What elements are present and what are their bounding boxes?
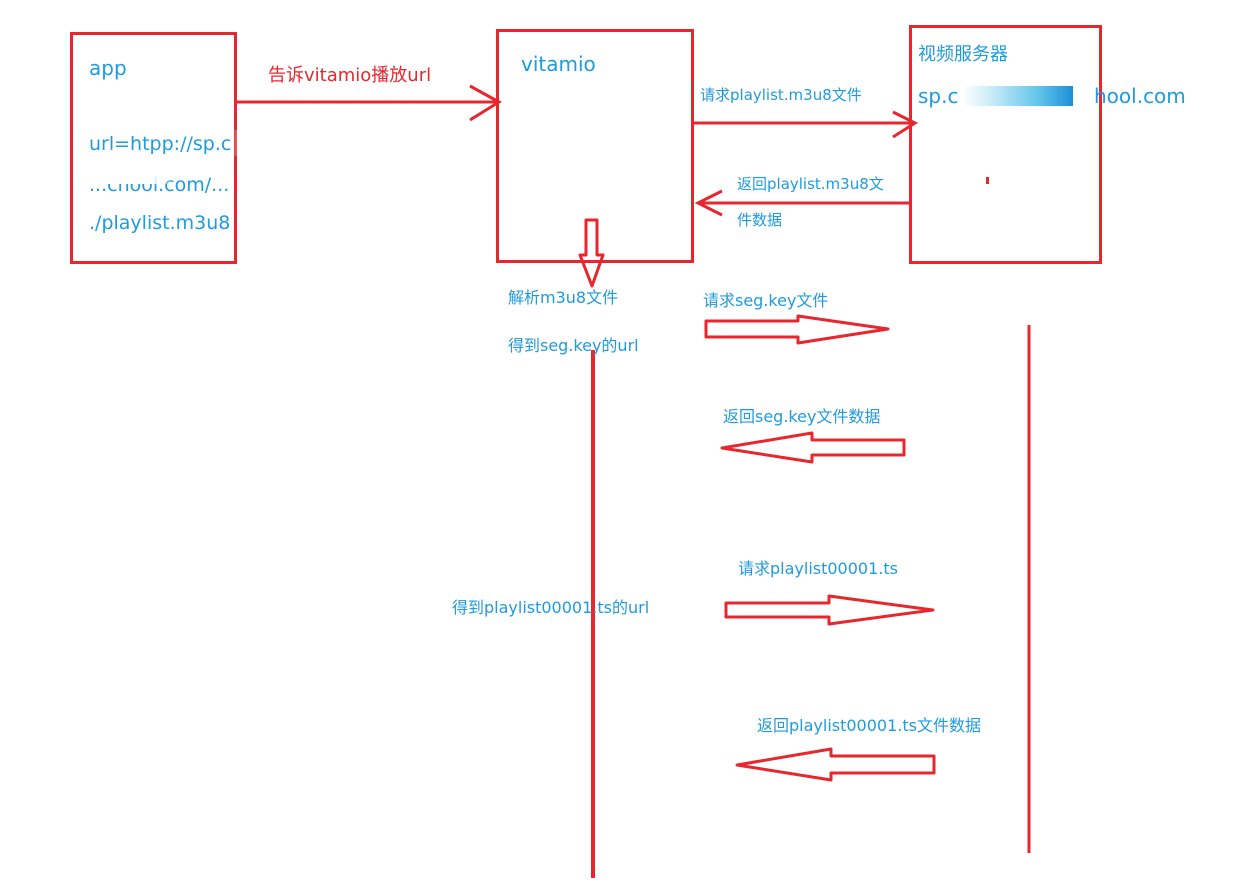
server-box bbox=[909, 25, 1102, 264]
label-request-seg-key: 请求seg.key文件 bbox=[703, 291, 829, 310]
label-return-ts: 返回playlist00001.ts文件数据 bbox=[757, 716, 981, 735]
down-hollow-arrow bbox=[578, 218, 605, 288]
hollow-arrow-request-seg-key bbox=[704, 314, 890, 345]
server-host-suffix: hool.com bbox=[1094, 84, 1186, 108]
label-return-seg-key: 返回seg.key文件数据 bbox=[723, 407, 881, 426]
redaction-app-url bbox=[232, 130, 312, 156]
label-return-playlist-2: 件数据 bbox=[737, 211, 783, 229]
label-return-playlist-1: 返回playlist.m3u8文 bbox=[737, 175, 884, 193]
app-url-line-1: url=htpp://sp.c bbox=[89, 133, 232, 155]
redaction-app-url-2 bbox=[84, 170, 174, 184]
arrowhead-return-playlist bbox=[694, 189, 723, 217]
vitamio-title: vitamio bbox=[521, 52, 596, 76]
label-tell-vitamio: 告诉vitamio播放url bbox=[268, 65, 432, 86]
label-parse-m3u8: 解析m3u8文件 bbox=[508, 288, 619, 307]
server-red-mark bbox=[986, 177, 989, 184]
hollow-arrow-return-seg-key bbox=[720, 431, 906, 464]
server-host-prefix: sp.c bbox=[918, 84, 959, 108]
hollow-arrow-return-ts bbox=[735, 747, 936, 782]
vitamio-box bbox=[496, 29, 694, 263]
arrowhead-request-playlist bbox=[892, 110, 919, 139]
app-title: app bbox=[89, 56, 127, 80]
app-url-line-3: ./playlist.m3u8 bbox=[89, 212, 231, 234]
hollow-arrow-request-ts bbox=[724, 594, 935, 626]
label-request-playlist: 请求playlist.m3u8文件 bbox=[700, 86, 862, 104]
arrowhead-app-to-vitamio bbox=[469, 84, 502, 122]
label-request-ts: 请求playlist00001.ts bbox=[738, 559, 898, 578]
redaction-server-host bbox=[963, 86, 1073, 106]
server-title: 视频服务器 bbox=[918, 44, 1008, 65]
label-get-ts-url: 得到playlist00001.ts的url bbox=[452, 598, 650, 617]
label-get-seg-key-url: 得到seg.key的url bbox=[508, 336, 639, 355]
